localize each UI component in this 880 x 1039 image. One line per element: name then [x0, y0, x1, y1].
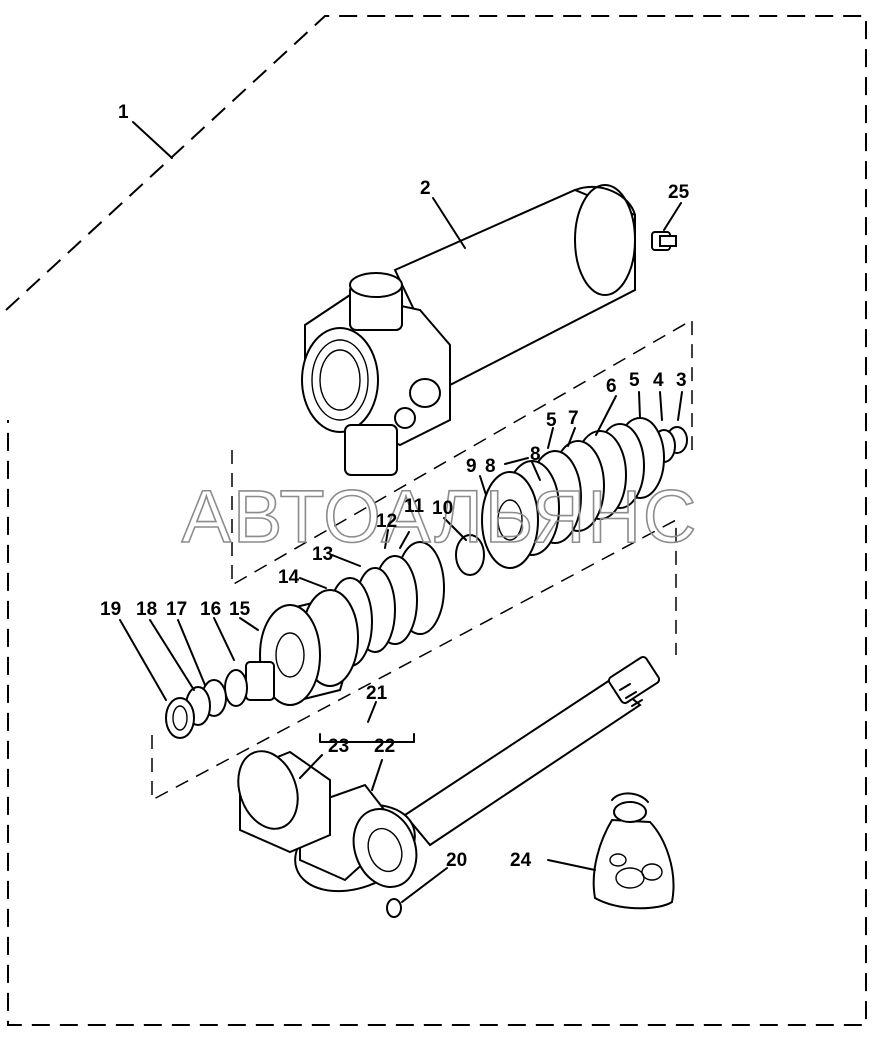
- group-boundary-lower: [151, 518, 677, 802]
- part-label-7: 7: [568, 408, 579, 429]
- part-labels: 1 2 25 5 4 3 6 5 7 8 9 8 11 10 12 13 14 …: [100, 102, 690, 871]
- part-label-24: 24: [510, 850, 532, 871]
- bushing: [237, 750, 331, 854]
- part-label-17: 17: [166, 599, 187, 620]
- watermark: АВТОАЛЬЯНС: [182, 475, 699, 558]
- part-label-10: 10: [432, 498, 453, 519]
- part-label-25: 25: [668, 182, 690, 203]
- part-label-14: 14: [278, 567, 300, 588]
- part-label-22: 22: [374, 736, 395, 757]
- part-label-12: 12: [376, 511, 397, 532]
- part-label-5a: 5: [629, 370, 640, 391]
- wiper-seals: [165, 669, 248, 739]
- part-label-19: 19: [100, 599, 121, 620]
- cylinder-body: [301, 184, 636, 476]
- leader-lines: [119, 121, 683, 903]
- part-label-6: 6: [606, 376, 617, 397]
- cylinder-head: [245, 589, 359, 706]
- part-label-21: 21: [366, 683, 388, 704]
- part-label-16: 16: [200, 599, 221, 620]
- part-label-3: 3: [676, 370, 687, 391]
- part-label-13: 13: [312, 544, 333, 565]
- part-label-9: 9: [466, 456, 477, 477]
- part-label-8b: 8: [485, 456, 496, 477]
- seal-kit-bag: [592, 792, 675, 910]
- grease-nipple: [386, 898, 402, 918]
- part-label-15: 15: [229, 599, 251, 620]
- part-label-1: 1: [118, 102, 129, 123]
- part-label-5b: 5: [546, 410, 557, 431]
- part-label-23: 23: [328, 736, 349, 757]
- piston-seal-stack: [455, 417, 688, 576]
- group-boundary-upper: [231, 318, 693, 587]
- part-label-18: 18: [136, 599, 157, 620]
- part-label-4: 4: [653, 370, 664, 391]
- part-label-8a: 8: [530, 444, 541, 465]
- bolt: [651, 231, 677, 251]
- assembly-boundary: [5, 15, 867, 1026]
- part-label-2: 2: [420, 178, 431, 199]
- part-label-11: 11: [404, 496, 425, 517]
- part-label-20: 20: [446, 850, 467, 871]
